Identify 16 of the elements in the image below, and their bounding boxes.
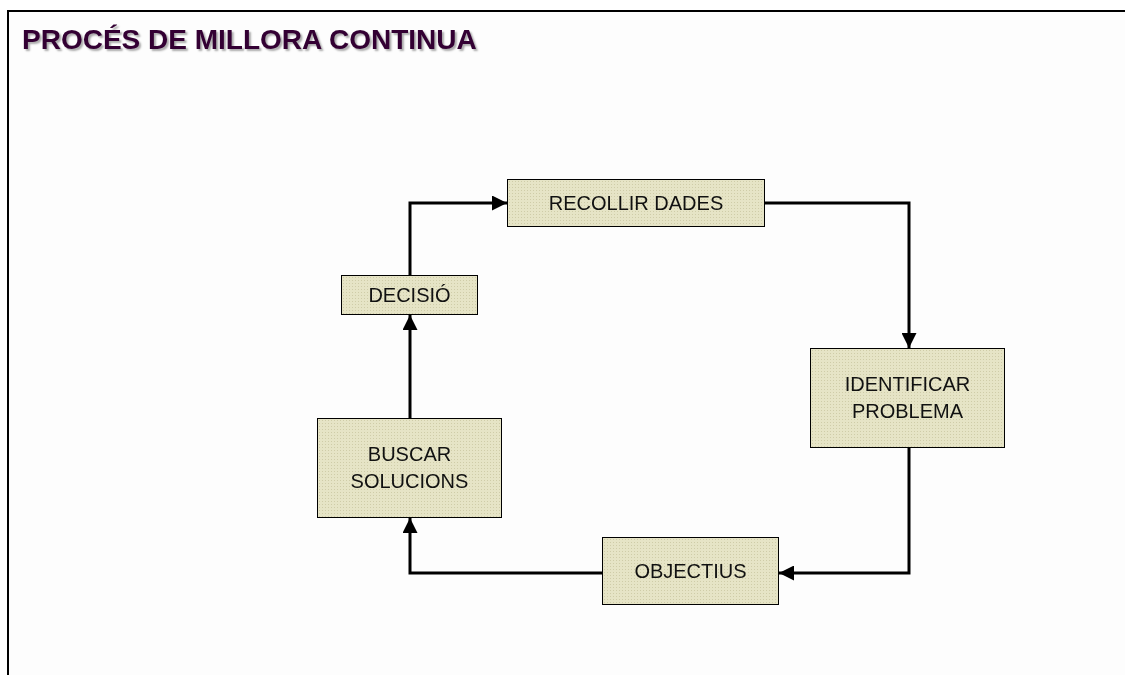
process-box	[317, 418, 502, 518]
arrow	[408, 195, 507, 275]
process-box	[507, 179, 765, 227]
box-label: DECISIÓ	[368, 282, 451, 308]
arrow	[765, 201, 917, 348]
process-box	[810, 348, 1005, 448]
process-box	[341, 275, 478, 315]
arrow	[402, 518, 602, 575]
box-label: BUSCAR SOLUCIONS	[349, 442, 470, 494]
title: PROCÉS DE MILLORA CONTINUA	[22, 26, 477, 54]
box-label: OBJECTIUS	[634, 558, 747, 584]
arrow	[779, 448, 911, 581]
process-box	[602, 537, 779, 605]
arrow	[402, 315, 418, 418]
box-label: IDENTIFICAR PROBLEMA	[843, 372, 972, 424]
box-label: RECOLLIR DADES	[548, 190, 724, 216]
